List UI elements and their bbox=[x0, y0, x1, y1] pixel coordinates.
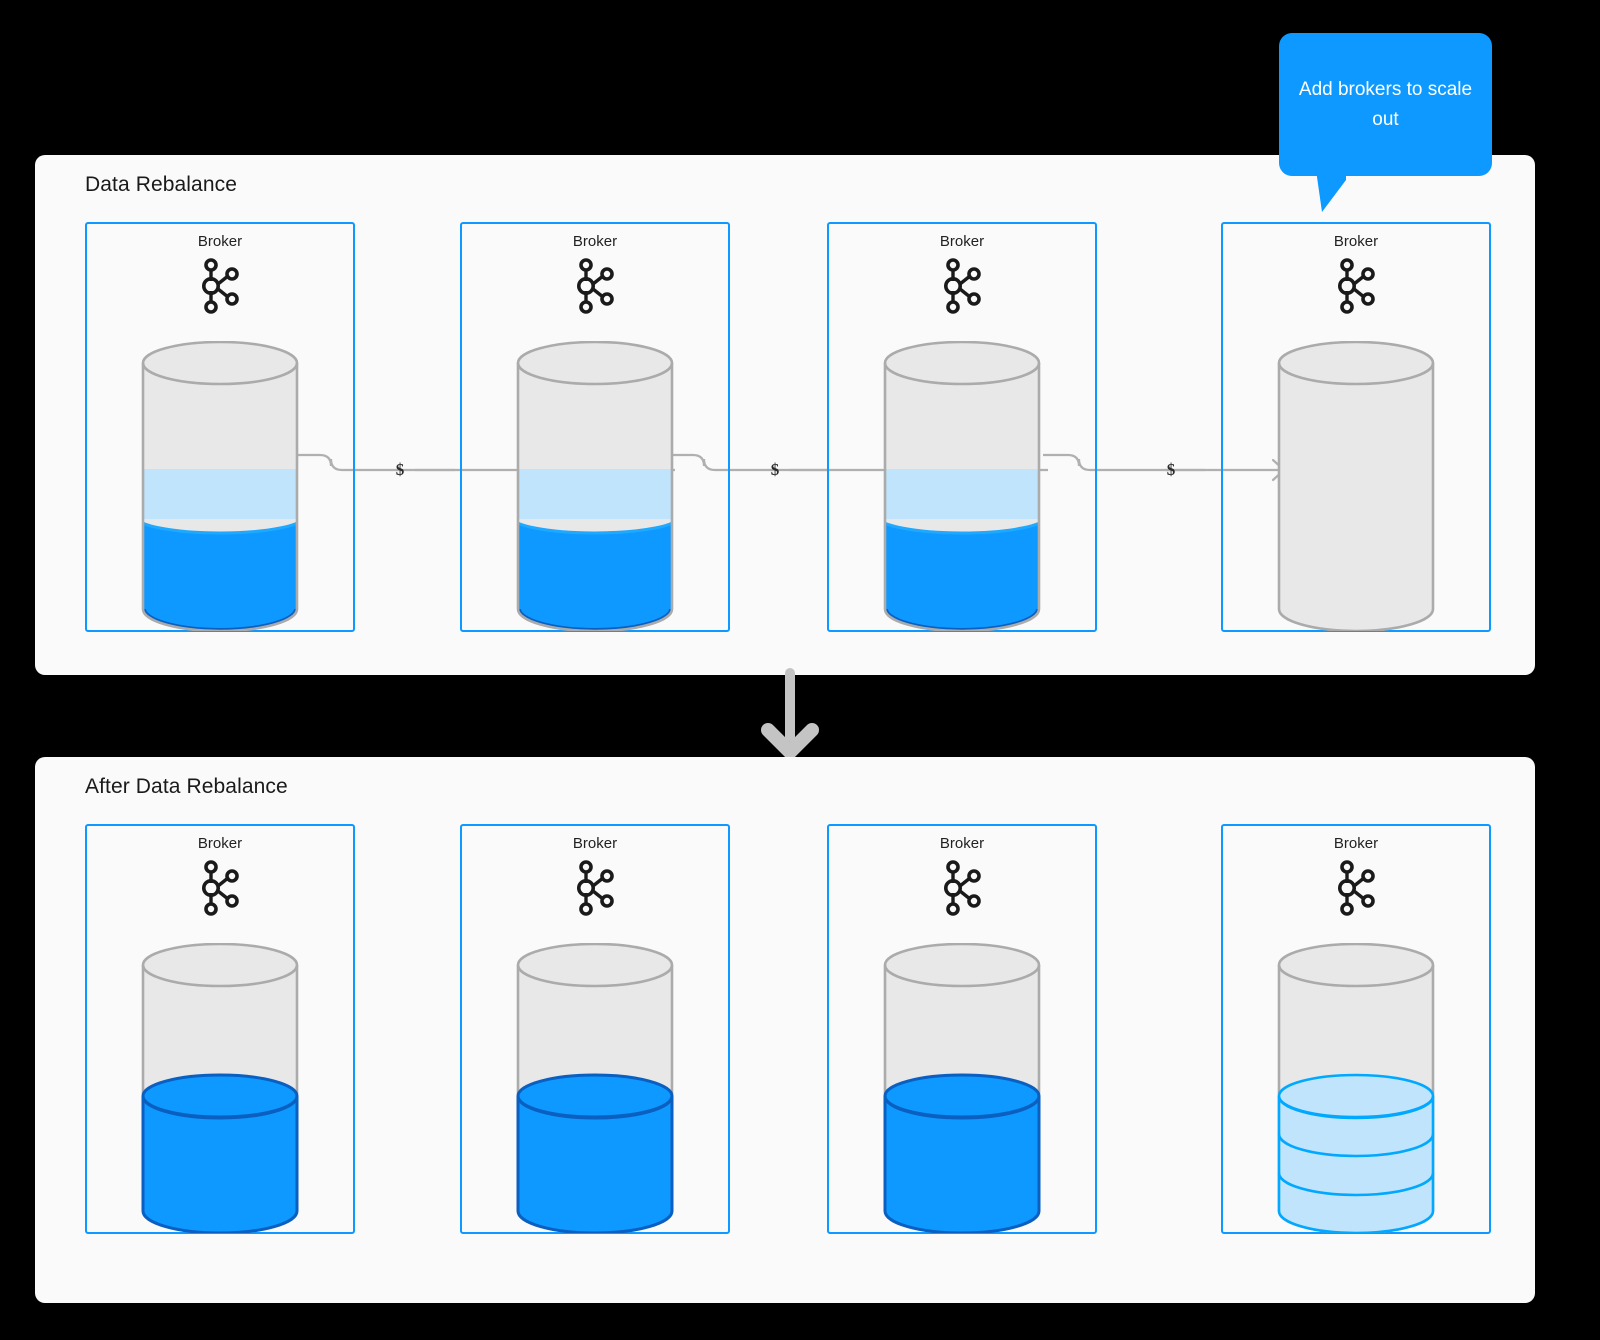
broker-label: Broker bbox=[197, 233, 243, 250]
tooltip-text: Add brokers to scale out bbox=[1298, 78, 1473, 130]
kafka-icon bbox=[202, 258, 239, 314]
kafka-icon bbox=[577, 860, 614, 916]
broker-label: Broker bbox=[939, 835, 985, 852]
broker-card-bottom-1[interactable]: Broker bbox=[85, 824, 355, 1234]
kafka-icon bbox=[1338, 860, 1375, 916]
storage-cylinder bbox=[516, 943, 674, 1233]
broker-label: Broker bbox=[1333, 233, 1379, 250]
broker-card-top-1[interactable]: Broker bbox=[85, 222, 355, 632]
kafka-icon bbox=[577, 258, 614, 314]
storage-cylinder bbox=[883, 943, 1041, 1233]
broker-label: Broker bbox=[197, 835, 243, 852]
panel-title-data-rebalance: Data Rebalance bbox=[85, 173, 237, 196]
storage-cylinder bbox=[141, 943, 299, 1233]
broker-card-bottom-4[interactable]: Broker bbox=[1221, 824, 1491, 1234]
storage-cylinder-empty bbox=[1277, 341, 1435, 631]
storage-cylinder bbox=[516, 341, 674, 631]
broker-card-top-3[interactable]: Broker bbox=[827, 222, 1097, 632]
broker-card-bottom-2[interactable]: Broker bbox=[460, 824, 730, 1234]
kafka-icon bbox=[202, 860, 239, 916]
kafka-icon bbox=[944, 258, 981, 314]
storage-cylinder bbox=[141, 341, 299, 631]
broker-label: Broker bbox=[572, 835, 618, 852]
broker-card-top-4[interactable]: Broker bbox=[1221, 222, 1491, 632]
panel-title-after-data-rebalance: After Data Rebalance bbox=[85, 775, 288, 798]
storage-cylinder-layered bbox=[1277, 943, 1435, 1233]
tooltip-tail bbox=[1316, 170, 1346, 212]
kafka-icon bbox=[1338, 258, 1375, 314]
connector-cost-label-2: $ bbox=[770, 460, 780, 479]
kafka-icon bbox=[944, 860, 981, 916]
rebalance-flow-arrow bbox=[761, 668, 819, 759]
broker-label: Broker bbox=[1333, 835, 1379, 852]
connector-cost-label-1: $ bbox=[395, 460, 405, 479]
broker-label: Broker bbox=[572, 233, 618, 250]
panel-after-data-rebalance: After Data Rebalance Broker bbox=[35, 757, 1535, 1303]
tooltip-add-brokers[interactable]: Add brokers to scale out bbox=[1279, 33, 1492, 176]
panel-data-rebalance: Data Rebalance $ $ $ Broker bbox=[35, 155, 1535, 675]
broker-label: Broker bbox=[939, 233, 985, 250]
connector-cost-label-3: $ bbox=[1166, 460, 1176, 479]
broker-card-top-2[interactable]: Broker bbox=[460, 222, 730, 632]
broker-card-bottom-3[interactable]: Broker bbox=[827, 824, 1097, 1234]
storage-cylinder bbox=[883, 341, 1041, 631]
